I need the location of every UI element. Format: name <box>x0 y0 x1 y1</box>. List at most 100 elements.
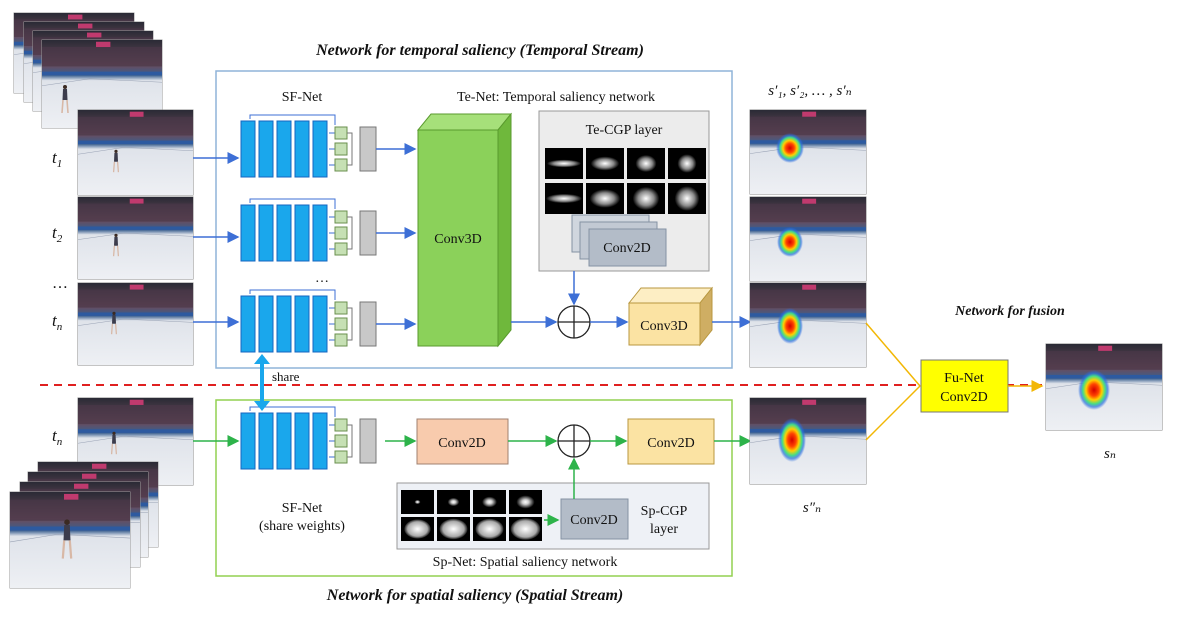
sfnet-layer <box>258 120 274 178</box>
tecgp-kernel-blob <box>590 156 620 171</box>
sfnet-branch <box>334 317 348 331</box>
spcgp-kernels <box>401 490 542 541</box>
label-tn-spatial: tn <box>52 426 63 448</box>
spatial-output-label: s″ₙ <box>803 500 821 516</box>
sfnet-branch <box>334 333 348 347</box>
fusion-title: Network for fusion <box>954 304 1065 319</box>
sp-conv2d-c-label: Conv2D <box>570 513 617 528</box>
sfnet-layer <box>312 120 328 178</box>
sfnet-branch <box>334 158 348 172</box>
input-frame-t1 <box>77 109 194 196</box>
saliency-heat-blob <box>777 308 803 344</box>
saliency-heat-blob <box>776 133 804 163</box>
final-output-map <box>1045 343 1163 431</box>
spatial-stream-title: Network for spatial saliency (Spatial St… <box>326 587 623 604</box>
sp-conv2d-b-block: Conv2D <box>627 418 715 465</box>
input-frame-stack-bottom <box>9 461 159 589</box>
label-t1: t1 <box>52 148 62 170</box>
temporal-output-map-1 <box>749 109 867 195</box>
sfnet-label-top: SF-Net <box>282 90 323 105</box>
spcgp-label-2: layer <box>650 522 678 537</box>
spcgp-kernel-blob <box>414 499 421 505</box>
sfnet-layer <box>276 120 292 178</box>
tecgp-kernel-blob <box>635 154 657 173</box>
skip-connection <box>249 289 336 300</box>
sfnet-layer <box>258 204 274 262</box>
spnet-label: Sp-Net: Spatial saliency network <box>433 555 618 570</box>
sfnet-output-block <box>359 210 377 256</box>
sfnet-output-block <box>359 301 377 347</box>
sfnet-layer <box>276 295 292 353</box>
sfnet-layer <box>240 120 256 178</box>
funet-label-1: Fu-Net <box>944 371 984 386</box>
conv3d-fusion-block: Conv3D <box>627 286 714 347</box>
spatial-to-fusion-line <box>865 385 921 441</box>
sp-conv2d-a-label: Conv2D <box>438 436 485 451</box>
saliency-heat-blob <box>777 227 803 257</box>
temporal-to-fusion-line <box>865 322 921 387</box>
sfnet-output-block <box>359 418 377 464</box>
sfnet-row-tn <box>193 289 417 353</box>
sfnet-branch <box>334 226 348 240</box>
temporal-output-map-n <box>749 282 867 368</box>
sp-conv2d-b-label: Conv2D <box>647 436 694 451</box>
spcgp-kernel-blob <box>439 518 468 540</box>
spatial-output-map <box>749 397 867 485</box>
spcgp-kernel-blob <box>404 519 431 539</box>
saliency-heat-blob <box>778 418 806 462</box>
input-frame-stack-top <box>13 12 163 129</box>
sfnet-layer <box>240 412 256 470</box>
sfnet-dots: … <box>315 271 329 286</box>
conv3d-temporal-block: Conv3D <box>416 112 513 348</box>
sfnet-branch <box>334 126 348 140</box>
label-tn: tn <box>52 311 63 333</box>
spcgp-kernel-blob <box>510 518 541 540</box>
temporal-output-map-2 <box>749 196 867 282</box>
sfnet-branch <box>334 301 348 315</box>
label-dots: … <box>52 275 68 292</box>
sfnet-layer <box>312 412 328 470</box>
sfnet-layer <box>294 120 310 178</box>
tecgp-kernel-blob <box>674 186 700 211</box>
sfnet-label-bottom-2: (share weights) <box>259 519 345 534</box>
skip-connection <box>249 114 336 125</box>
sfnet-layer <box>312 204 328 262</box>
temporal-output-label: s′₁, s′₂, … , s′ₙ <box>768 83 851 99</box>
input-frame-tn <box>77 282 194 366</box>
sfnet-layer <box>276 204 292 262</box>
final-output-label: sₙ <box>1104 446 1116 462</box>
sfnet-layer <box>294 412 310 470</box>
conv3d-fusion-label: Conv3D <box>640 319 687 334</box>
temporal-stream-title: Network for temporal saliency (Temporal … <box>315 42 644 59</box>
funet-label-2: Conv2D <box>940 390 987 405</box>
sfnet-layer <box>258 412 274 470</box>
tecgp-conv2d-label: Conv2D <box>603 241 650 256</box>
sfnet-layer <box>294 295 310 353</box>
share-label: share <box>272 369 300 384</box>
sfnet-branch <box>334 242 348 256</box>
tecgp-kernel-blob <box>545 193 583 204</box>
sfnet-output-block <box>359 126 377 172</box>
sfnet-layer <box>240 295 256 353</box>
spcgp-kernel-blob <box>475 518 504 540</box>
conv3d-temporal-label: Conv3D <box>434 232 481 247</box>
sfnet-layer <box>294 204 310 262</box>
spcgp-kernel-blob <box>447 497 460 507</box>
tecgp-kernels <box>545 148 706 214</box>
funet-block: Fu-Net Conv2D <box>920 359 1009 413</box>
sfnet-branch <box>334 434 348 448</box>
skip-connection <box>249 406 336 417</box>
sp-conv2d-c-block: Conv2D <box>560 498 629 540</box>
sfnet-layer <box>240 204 256 262</box>
sfnet-layer <box>258 295 274 353</box>
share-arrow-head-up <box>254 354 270 364</box>
tecgp-label: Te-CGP layer <box>586 123 663 138</box>
label-t2: t2 <box>52 223 63 245</box>
spatial-stream-frame <box>215 399 733 577</box>
tenet-label: Te-Net: Temporal saliency network <box>457 90 655 105</box>
temporal-stream-frame <box>215 70 733 369</box>
sfnet-branch <box>334 142 348 156</box>
tecgp-conv2d-stack: Conv2D <box>571 214 667 267</box>
tecgp-kernel-blob <box>589 189 621 208</box>
sfnet-label-bottom-1: SF-Net <box>282 501 323 516</box>
